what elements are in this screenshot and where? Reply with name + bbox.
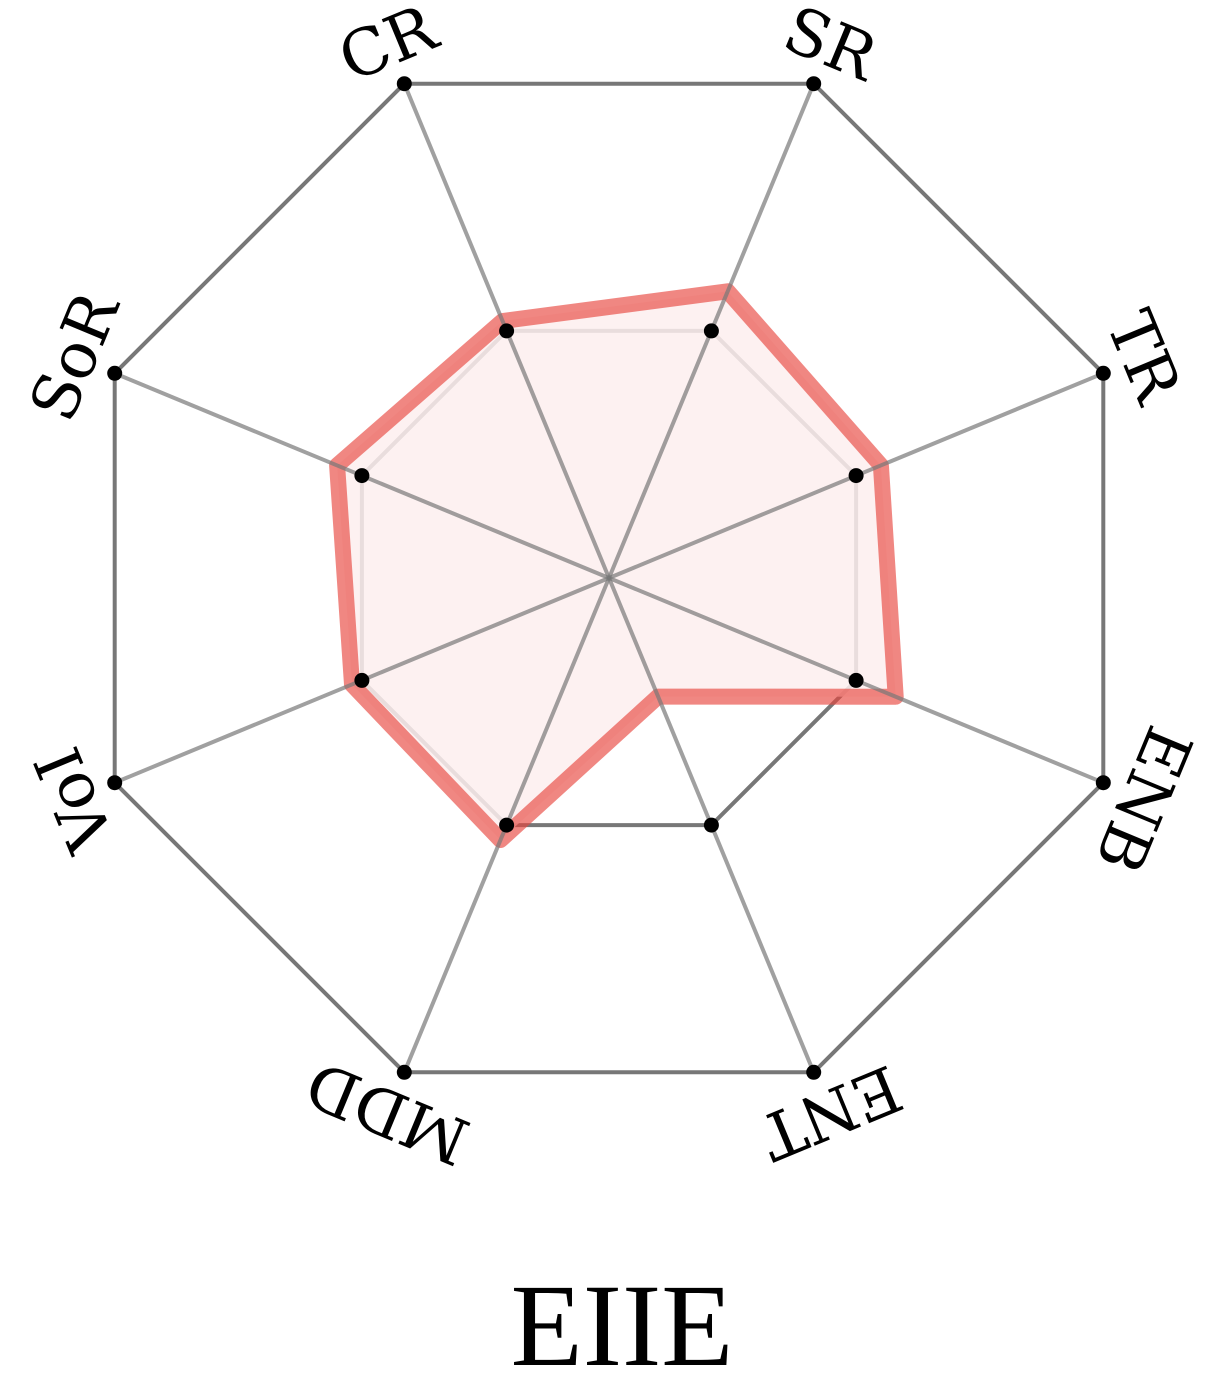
- grid-marker-sor-1: [354, 468, 370, 484]
- grid-marker-ent-2: [806, 1064, 822, 1080]
- grid-marker-cr-2: [396, 76, 412, 92]
- grid-marker-sor-2: [107, 365, 123, 381]
- axis-label-sor: SoR: [16, 281, 135, 432]
- series-polygon-1: [329, 283, 904, 848]
- grid-marker-enb-2: [1095, 775, 1111, 791]
- grid-marker-enb-1: [848, 672, 864, 688]
- axis-label-ent: ENT: [748, 1050, 911, 1174]
- radar-spokes: [113, 82, 1105, 1074]
- chart-title: EIIE: [511, 1260, 734, 1374]
- grid-marker-mdd-1: [499, 817, 515, 833]
- grid-marker-voi-2: [107, 775, 123, 791]
- radar-series: [329, 283, 904, 848]
- grid-marker-mdd-2: [396, 1064, 412, 1080]
- grid-marker-voi-1: [354, 672, 370, 688]
- radar-markers: [107, 76, 1111, 1080]
- axis-label-enb: ENB: [1080, 716, 1206, 883]
- grid-marker-sr-1: [703, 323, 719, 339]
- grid-marker-tr-2: [1095, 365, 1111, 381]
- grid-marker-tr-1: [848, 468, 864, 484]
- axis-label-mdd: MDD: [296, 1045, 480, 1178]
- grid-marker-ent-1: [703, 817, 719, 833]
- axis-label-tr: TR: [1091, 301, 1195, 415]
- grid-marker-cr-1: [499, 323, 515, 339]
- grid-marker-sr-2: [806, 76, 822, 92]
